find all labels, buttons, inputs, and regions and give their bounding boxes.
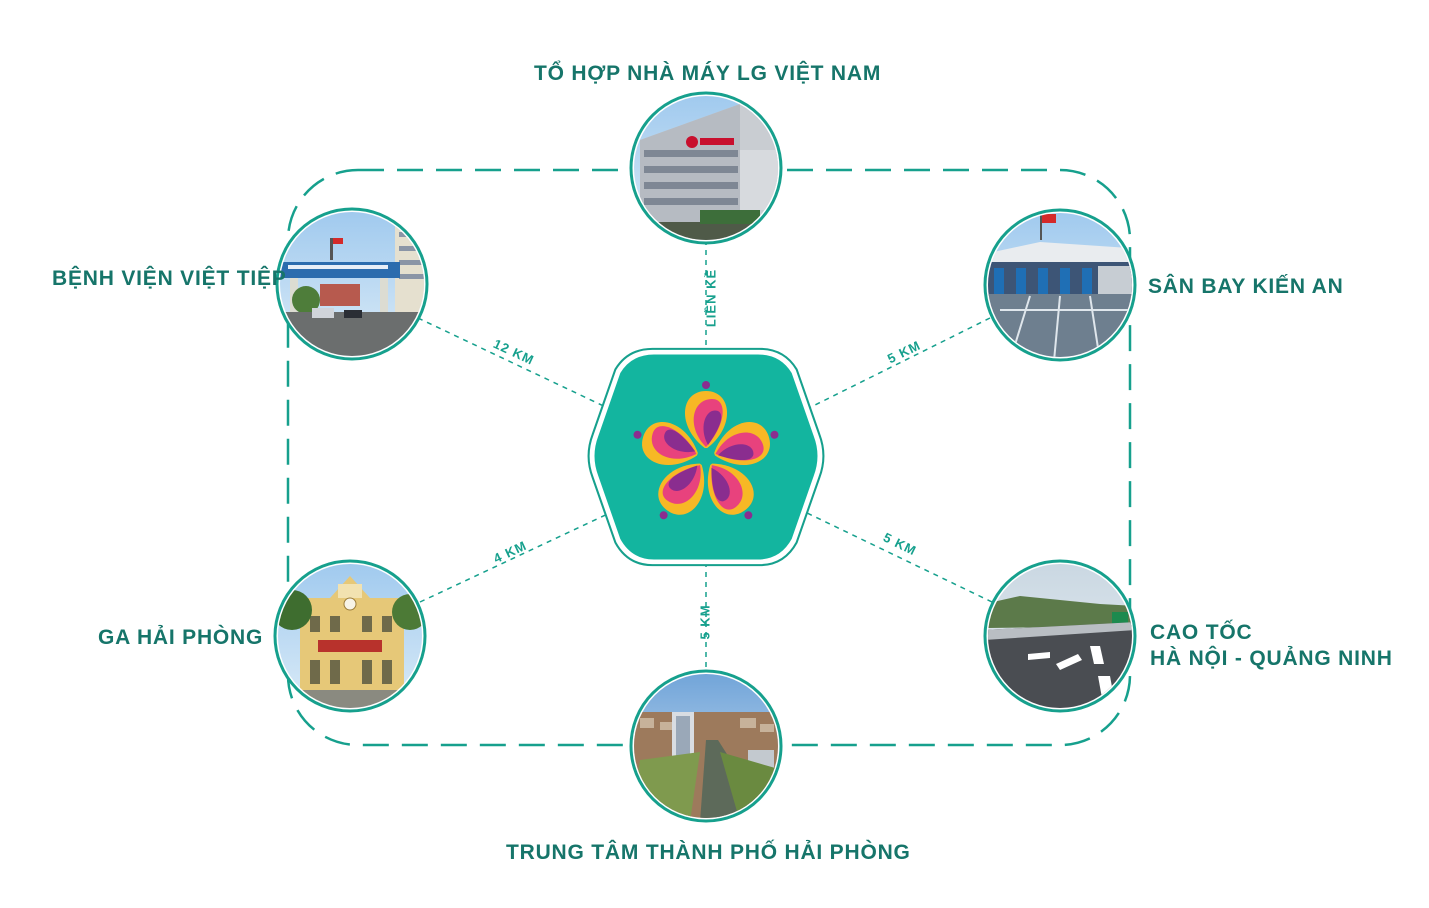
airport-photo <box>983 208 1137 362</box>
connector-bottom-right <box>804 511 993 603</box>
city-center-photo <box>629 669 783 823</box>
lg-factory-photo <box>629 91 783 245</box>
label-hospital: BỆNH VIỆN VIỆT TIỆP <box>52 267 287 290</box>
train-station-photo <box>273 559 427 713</box>
expressway-photo <box>983 559 1137 713</box>
flower-logo-icon <box>633 381 779 520</box>
distance-bottom: 5 KM <box>697 604 712 639</box>
label-lg-factory: TỔ HỢP NHÀ MÁY LG VIỆT NAM <box>534 62 882 85</box>
label-expressway: CAO TỐC HÀ NỘI - QUẢNG NINH <box>1150 620 1393 672</box>
label-train-station: GA HẢI PHÒNG <box>98 626 264 649</box>
label-airport: SÂN BAY KIẾN AN <box>1148 275 1344 298</box>
distance-top-right: 5 KM <box>885 338 923 367</box>
connector-lines <box>417 240 993 674</box>
connector-top-left <box>417 317 613 411</box>
distance-top: LIỀN KỀ <box>703 269 718 327</box>
center-logo <box>587 347 825 567</box>
label-city-center: TRUNG TÂM THÀNH PHỐ HẢI PHÒNG <box>506 841 911 864</box>
distance-bottom-right: 5 KM <box>881 530 919 559</box>
distance-bottom-left: 4 KM <box>491 538 529 566</box>
hospital-gate-photo <box>275 207 429 361</box>
label-expressway-line2: HÀ NỘI - QUẢNG NINH <box>1150 647 1393 670</box>
label-expressway-line1: CAO TỐC <box>1150 621 1253 644</box>
distance-top-left: 12 KM <box>491 336 537 368</box>
connector-top-right <box>804 317 991 411</box>
